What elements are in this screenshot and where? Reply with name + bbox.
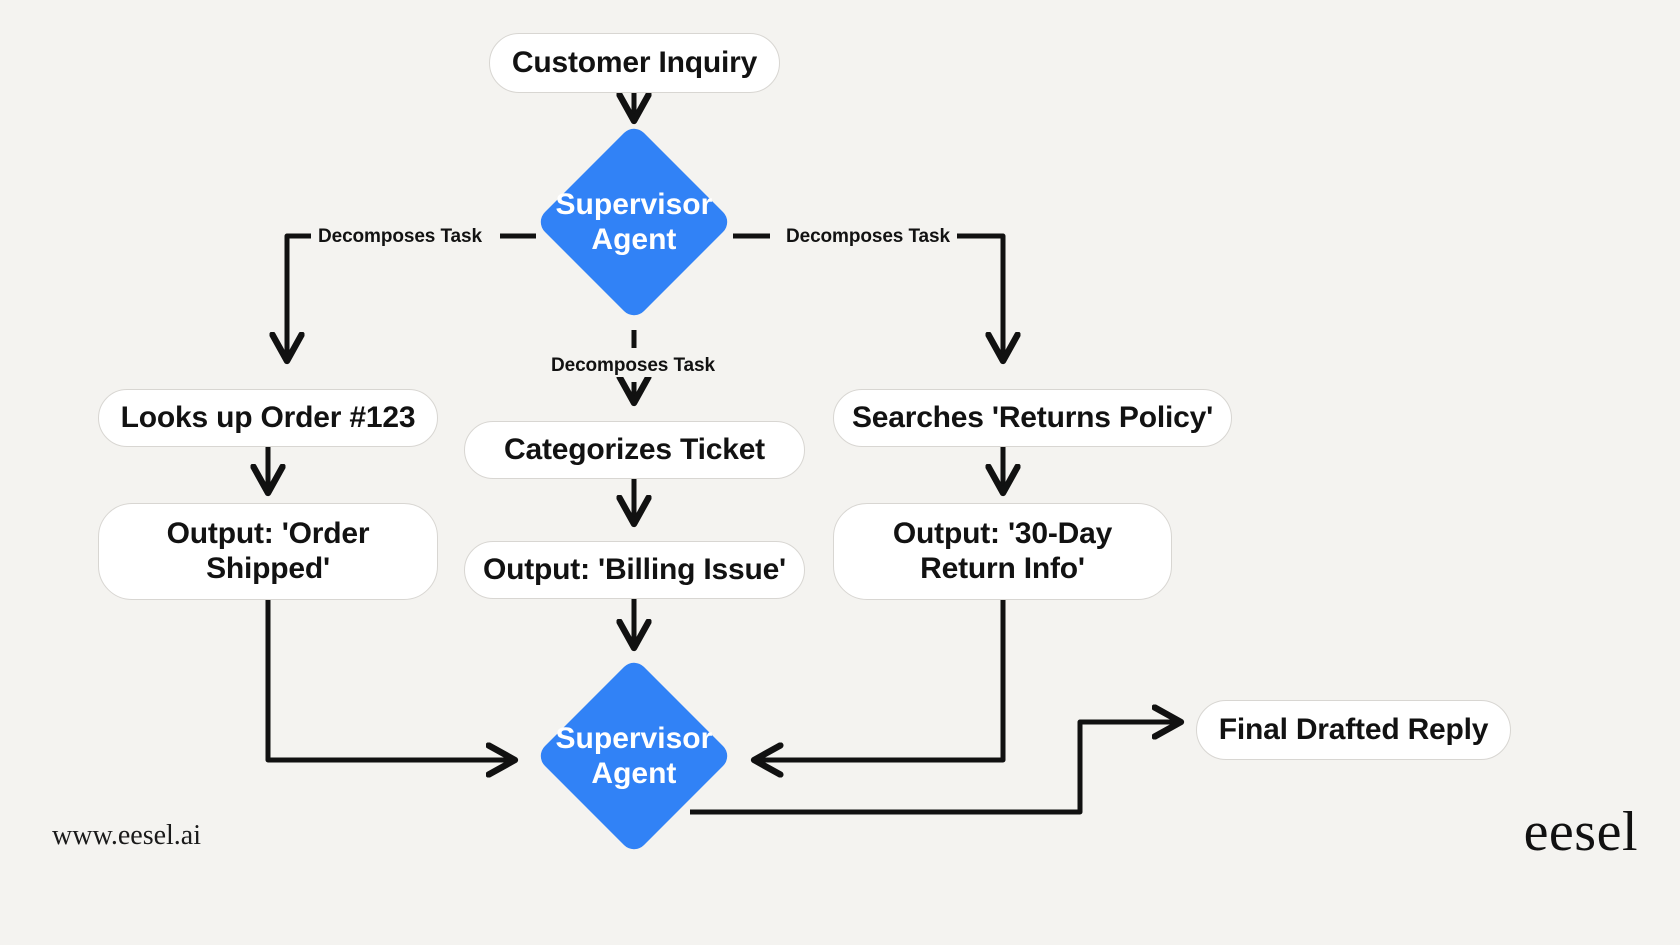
node-searches-returns-policy-label: Searches 'Returns Policy' — [851, 400, 1214, 434]
edge-supervisor-to-left-2 — [287, 233, 315, 358]
edge-supervisor-to-right-2 — [957, 233, 1003, 358]
edge-label-decomposes-task-right: Decomposes Task — [779, 226, 957, 248]
node-final-drafted-reply-label: Final Drafted Reply — [1218, 712, 1489, 746]
node-categorizes-ticket-label: Categorizes Ticket — [504, 432, 765, 466]
edge-right-output-to-supervisor — [757, 600, 1006, 760]
node-output-return-info[interactable]: Output: '30-Day Return Info' — [833, 503, 1172, 600]
brand-logo-eesel: eesel — [1523, 801, 1638, 863]
node-customer-inquiry-label: Customer Inquiry — [511, 45, 758, 79]
edge-label-decomposes-task-left: Decomposes Task — [311, 226, 489, 248]
node-looks-up-order-label: Looks up Order #123 — [120, 400, 416, 434]
node-looks-up-order[interactable]: Looks up Order #123 — [98, 389, 438, 447]
node-output-return-info-label: Output: '30-Day Return Info' — [892, 516, 1113, 585]
node-searches-returns-policy[interactable]: Searches 'Returns Policy' — [833, 389, 1232, 447]
edge-label-decomposes-task-center: Decomposes Task — [544, 355, 722, 377]
node-customer-inquiry[interactable]: Customer Inquiry — [489, 33, 780, 93]
node-output-order-shipped-label: Output: 'Order Shipped' — [166, 516, 370, 585]
node-output-order-shipped[interactable]: Output: 'Order Shipped' — [98, 503, 438, 600]
node-supervisor-agent-bottom-label: Supervisor Agent — [555, 721, 713, 790]
node-final-drafted-reply[interactable]: Final Drafted Reply — [1196, 700, 1511, 760]
footer-website-url: www.eesel.ai — [52, 820, 202, 851]
node-supervisor-agent-bottom[interactable]: Supervisor Agent — [535, 657, 733, 855]
node-output-billing-issue-label: Output: 'Billing Issue' — [483, 552, 786, 586]
edge-left-output-to-supervisor — [265, 600, 512, 760]
node-output-billing-issue[interactable]: Output: 'Billing Issue' — [464, 541, 805, 599]
node-supervisor-agent-top[interactable]: Supervisor Agent — [535, 123, 733, 321]
edge-supervisor-to-final-reply — [690, 722, 1178, 815]
node-supervisor-agent-top-label: Supervisor Agent — [555, 187, 713, 256]
node-categorizes-ticket[interactable]: Categorizes Ticket — [464, 421, 805, 479]
